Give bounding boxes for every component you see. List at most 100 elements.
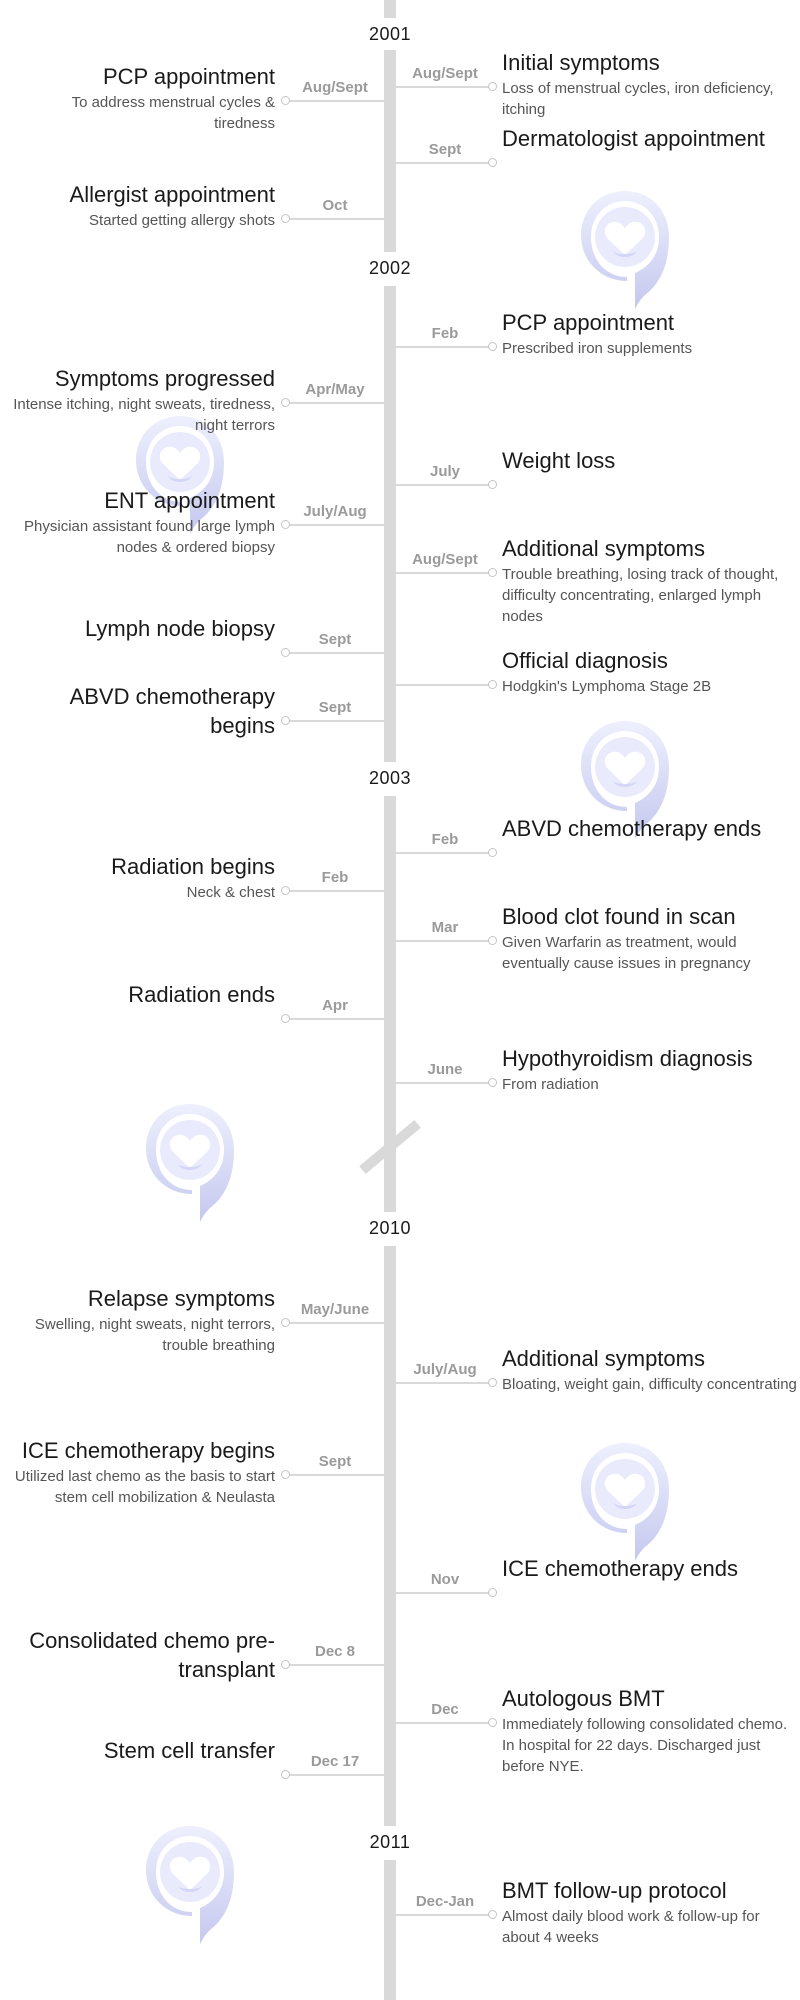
connector-dot xyxy=(488,848,497,857)
event-description: To address menstrual cycles & tiredness xyxy=(71,94,275,132)
event-description: Started getting allergy shots xyxy=(89,212,275,229)
connector-dot xyxy=(281,1660,290,1669)
connector-line xyxy=(396,1722,490,1724)
event-title: Consolidated chemo pre-transplant xyxy=(29,1628,275,1682)
event-title: Symptoms progressed xyxy=(54,366,275,391)
watermark-logo xyxy=(575,185,675,315)
event-date: Feb xyxy=(321,869,349,886)
heart-speech-bubble-icon xyxy=(581,721,669,839)
heart-speech-bubble-icon xyxy=(581,1443,669,1561)
event-description: Immediately following consolidated chemo… xyxy=(502,1716,788,1775)
timeline-event: PCP appointment To address menstrual cycl… xyxy=(10,62,275,134)
event-description: Bloating, weight gain, difficulty concen… xyxy=(502,1376,797,1393)
timeline-event: ABVD chemotherapy begins xyxy=(10,682,275,740)
timeline-event: Autologous BMT Immediately following cons… xyxy=(502,1684,797,1777)
connector-line xyxy=(288,1018,384,1020)
event-date: Dec 8 xyxy=(314,1643,356,1660)
timeline-event: Weight loss xyxy=(502,446,797,475)
event-date: Feb xyxy=(431,325,459,342)
year-label: 2001 xyxy=(368,24,412,44)
timeline-axis xyxy=(384,50,396,252)
connector-dot xyxy=(281,1014,290,1023)
event-description: Neck & chest xyxy=(186,884,275,901)
event-title: PCP appointment xyxy=(102,64,275,89)
connector-dot xyxy=(281,1470,290,1479)
connector-line xyxy=(288,1322,384,1324)
year-label: 2010 xyxy=(368,1218,412,1238)
connector-line xyxy=(396,1592,490,1594)
event-date: Sept xyxy=(318,631,352,648)
connector-line xyxy=(396,572,490,574)
event-date: Dec-Jan xyxy=(415,1893,475,1910)
watermark-logo xyxy=(140,1820,240,1950)
connector-line xyxy=(288,1774,384,1776)
connector-line xyxy=(288,1474,384,1476)
event-date: Aug/Sept xyxy=(412,551,478,568)
connector-line xyxy=(396,86,490,88)
event-date: July/Aug xyxy=(303,503,367,520)
event-date: Oct xyxy=(322,197,348,214)
event-date: Feb xyxy=(431,831,459,848)
event-title: Autologous BMT xyxy=(502,1686,665,1711)
event-title: Official diagnosis xyxy=(502,648,668,673)
connector-dot xyxy=(488,1910,497,1919)
timeline-event: Consolidated chemo pre-transplant xyxy=(10,1626,275,1684)
event-date: Sept xyxy=(428,141,462,158)
event-description: Utilized last chemo as the basis to star… xyxy=(14,1468,275,1506)
event-title: PCP appointment xyxy=(502,310,675,335)
connector-dot xyxy=(281,398,290,407)
event-title: ABVD chemotherapy begins xyxy=(69,684,275,738)
connector-line xyxy=(288,720,384,722)
year-label: 2003 xyxy=(368,768,412,788)
watermark-logo xyxy=(130,410,230,540)
timeline-axis xyxy=(384,1246,396,1826)
event-description: From radiation xyxy=(502,1076,599,1093)
event-description: Physician assistant found large lymph no… xyxy=(24,518,275,556)
timeline-event: ABVD chemotherapy ends xyxy=(502,814,797,843)
event-date: Nov xyxy=(430,1571,460,1588)
event-title: Hypothyroidism diagnosis xyxy=(502,1046,753,1071)
heart-speech-bubble-icon xyxy=(146,1104,234,1222)
connector-line xyxy=(396,346,490,348)
timeline-event: Lymph node biopsy xyxy=(10,614,275,643)
timeline-axis xyxy=(384,796,396,1212)
event-date: Mar xyxy=(431,919,459,936)
event-title: Dermatologist appointment xyxy=(502,126,765,151)
event-title: ICE chemotherapy ends xyxy=(502,1556,739,1581)
event-date: June xyxy=(427,1061,463,1078)
timeline-event: ICE chemotherapy ends xyxy=(502,1554,797,1583)
year-label: 2011 xyxy=(369,1832,411,1852)
heart-speech-bubble-icon xyxy=(136,416,224,534)
event-title: ABVD chemotherapy ends xyxy=(502,816,762,841)
heart-speech-bubble-icon xyxy=(581,191,669,309)
connector-line xyxy=(288,890,384,892)
watermark-logo xyxy=(575,715,675,845)
connector-dot xyxy=(488,1588,497,1597)
connector-line xyxy=(288,218,384,220)
event-title: Additional symptoms xyxy=(502,536,705,561)
connector-dot xyxy=(281,214,290,223)
connector-line xyxy=(396,1382,490,1384)
year-label: 2002 xyxy=(368,258,412,278)
event-date: Aug/Sept xyxy=(302,79,368,96)
connector-dot xyxy=(488,1078,497,1087)
connector-dot xyxy=(488,680,497,689)
event-title: ICE chemotherapy begins xyxy=(21,1438,275,1463)
timeline-event: Stem cell transfer xyxy=(10,1736,275,1765)
connector-dot xyxy=(488,82,497,91)
connector-line xyxy=(396,1914,490,1916)
event-date: July/Aug xyxy=(413,1361,477,1378)
connector-dot xyxy=(488,1718,497,1727)
event-title: Stem cell transfer xyxy=(103,1738,275,1763)
connector-line xyxy=(288,402,384,404)
connector-line xyxy=(396,940,490,942)
connector-line xyxy=(288,652,384,654)
timeline-axis xyxy=(384,286,396,762)
